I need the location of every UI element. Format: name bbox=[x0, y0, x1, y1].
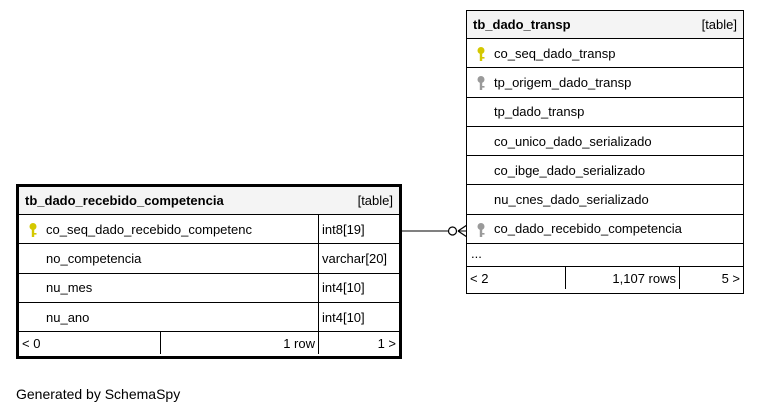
row-count: 1 row bbox=[160, 332, 318, 355]
table-header: tb_dado_transp [table] bbox=[467, 11, 743, 39]
column-name: nu_mes bbox=[46, 280, 93, 296]
column-type: int4[10] bbox=[318, 273, 365, 302]
column-name: nu_ano bbox=[46, 309, 90, 325]
column-row[interactable]: tp_dado_transp bbox=[467, 98, 743, 127]
column-name: no_competencia bbox=[46, 250, 142, 266]
foreign-key-icon bbox=[477, 222, 485, 237]
column-name: co_unico_dado_serializado bbox=[494, 133, 652, 149]
table-kind: [table] bbox=[357, 193, 393, 208]
column-name: tp_dado_transp bbox=[494, 104, 585, 120]
column-row[interactable]: nu_ano int4[10] bbox=[19, 302, 399, 333]
zero-optionality-circle bbox=[447, 226, 458, 236]
table-footer: < 0 1 row 1 > bbox=[19, 332, 399, 355]
column-type: int8[19] bbox=[318, 215, 365, 244]
column-type: int4[10] bbox=[318, 302, 365, 332]
table-footer: < 2 1,107 rows 5 > bbox=[467, 267, 743, 290]
generated-by-label: Generated by SchemaSpy bbox=[16, 386, 181, 402]
table-tb-dado-transp[interactable]: tb_dado_transp [table] co_seq_dado_trans… bbox=[466, 10, 744, 294]
column-name: co_dado_recebido_competencia bbox=[494, 221, 682, 237]
table-name: tb_dado_transp bbox=[473, 17, 571, 32]
table-tb-dado-recebido-competencia[interactable]: tb_dado_recebido_competencia [table] co_… bbox=[16, 184, 402, 359]
parents-count[interactable]: < 0 bbox=[22, 335, 41, 351]
primary-key-icon bbox=[477, 47, 485, 61]
table-kind: [table] bbox=[701, 17, 737, 32]
children-count[interactable]: 5 > bbox=[679, 267, 743, 290]
column-name: co_seq_dado_transp bbox=[494, 45, 616, 61]
column-name: nu_cnes_dado_serializado bbox=[494, 192, 649, 208]
column-name: tp_origem_dado_transp bbox=[494, 74, 632, 90]
column-name: co_ibge_dado_serializado bbox=[494, 162, 646, 178]
column-row[interactable]: co_dado_recebido_competencia bbox=[467, 215, 743, 245]
table-name: tb_dado_recebido_competencia bbox=[25, 193, 224, 208]
column-row[interactable]: nu_cnes_dado_serializado bbox=[467, 185, 743, 215]
column-row[interactable]: tp_origem_dado_transp bbox=[467, 68, 743, 98]
foreign-key-icon bbox=[477, 76, 485, 91]
column-row[interactable]: no_competencia varchar[20] bbox=[19, 244, 399, 274]
parents-count[interactable]: < 2 bbox=[470, 270, 489, 286]
column-row[interactable]: nu_mes int4[10] bbox=[19, 273, 399, 303]
column-name: co_seq_dado_recebido_competenc bbox=[46, 221, 252, 237]
more-columns-ellipsis: ... bbox=[467, 244, 743, 268]
table-header: tb_dado_recebido_competencia [table] bbox=[19, 187, 399, 215]
row-count: 1,107 rows bbox=[565, 267, 679, 290]
column-type: varchar[20] bbox=[318, 244, 387, 273]
primary-key-icon bbox=[29, 223, 37, 237]
column-row[interactable]: co_ibge_dado_serializado bbox=[467, 156, 743, 186]
column-row[interactable]: co_seq_dado_transp bbox=[467, 39, 743, 69]
column-row[interactable]: co_unico_dado_serializado bbox=[467, 127, 743, 157]
column-row[interactable]: co_seq_dado_recebido_competenc int8[19] bbox=[19, 215, 399, 245]
children-count[interactable]: 1 > bbox=[318, 332, 399, 355]
